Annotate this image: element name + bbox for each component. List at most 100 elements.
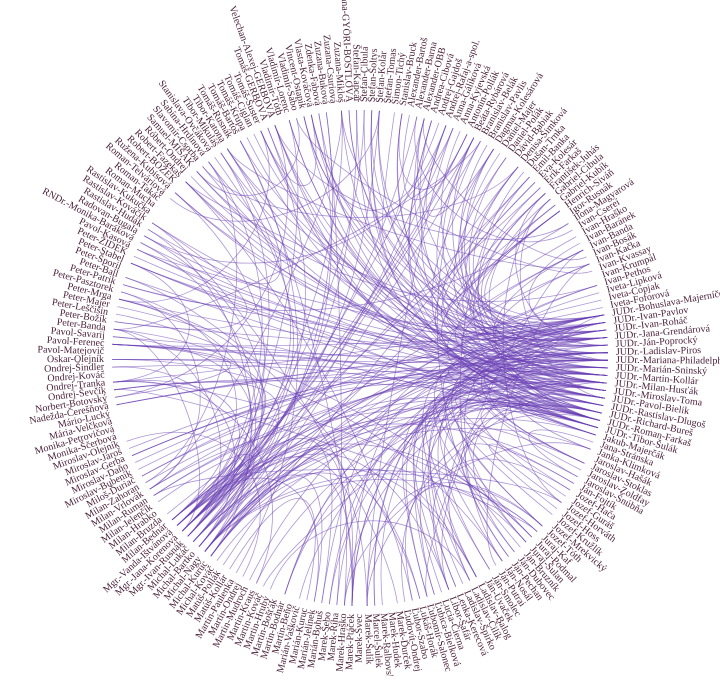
link xyxy=(427,322,606,587)
link xyxy=(204,473,543,552)
link xyxy=(366,482,543,606)
link xyxy=(222,182,536,566)
node-label[interactable]: Marek-Říha xyxy=(325,612,342,662)
link xyxy=(174,192,608,347)
link xyxy=(381,112,425,238)
link xyxy=(481,337,608,464)
link xyxy=(432,458,571,590)
link xyxy=(484,359,609,436)
link xyxy=(398,113,475,190)
link xyxy=(128,376,606,449)
node-label[interactable]: JUDr.-Marián-Sninský xyxy=(616,363,708,378)
link xyxy=(122,223,569,311)
link xyxy=(169,110,380,222)
link xyxy=(239,140,353,606)
link xyxy=(341,110,608,376)
link xyxy=(412,378,607,593)
link xyxy=(111,359,503,562)
link xyxy=(136,248,609,361)
node-label[interactable]: Ondrej-Šindler xyxy=(44,361,105,375)
link xyxy=(519,198,605,399)
link xyxy=(402,390,604,597)
link xyxy=(187,263,590,537)
node-label[interactable]: Marek-Ptáček xyxy=(344,614,357,670)
link xyxy=(414,116,573,243)
node-label[interactable]: JUDr.-Mariana-Philadelphyová xyxy=(616,355,720,367)
link xyxy=(144,148,282,285)
link xyxy=(125,277,421,599)
link xyxy=(472,400,604,553)
node-label[interactable]: JUDr.-Ján-Poprocký xyxy=(615,335,697,350)
node-label[interactable]: Marek-Hraško xyxy=(335,613,350,672)
node-label[interactable]: Zuzana-Mikloš xyxy=(331,41,347,103)
node-label[interactable]: Štefan-Cibula xyxy=(358,46,371,102)
link xyxy=(452,137,601,421)
link xyxy=(120,291,201,490)
link xyxy=(171,477,319,602)
node-label[interactable]: Štefan-Kolár xyxy=(373,50,389,103)
link xyxy=(140,242,257,552)
node-label[interactable]: Ondrej-Kováč xyxy=(47,369,105,384)
link xyxy=(465,166,608,354)
link xyxy=(196,118,300,196)
node-label[interactable]: JUDr.-Ladislav-Piros xyxy=(616,345,702,358)
link xyxy=(182,417,585,532)
link xyxy=(145,161,238,484)
link xyxy=(119,130,270,303)
node-label[interactable]: Štefan-Šoltys xyxy=(366,48,381,103)
link xyxy=(153,469,562,503)
link xyxy=(111,359,608,369)
link xyxy=(113,314,605,383)
link xyxy=(182,285,598,532)
link xyxy=(193,380,607,542)
link xyxy=(461,443,575,553)
node-label[interactable]: Oskar-Olejník xyxy=(47,354,104,365)
link xyxy=(405,485,527,601)
link xyxy=(260,114,317,187)
link xyxy=(198,474,323,602)
link xyxy=(176,187,541,526)
link xyxy=(528,429,594,478)
node-label[interactable]: Pavol-Matejovič xyxy=(37,344,104,357)
link xyxy=(120,291,237,521)
link xyxy=(425,249,584,597)
link xyxy=(208,161,605,399)
link xyxy=(366,127,454,606)
link xyxy=(263,314,605,587)
node-label[interactable]: Zuzana-GYÖRI-BOSTLOVÁ xyxy=(338,0,355,103)
link xyxy=(436,137,607,334)
link xyxy=(113,381,280,542)
link xyxy=(204,322,606,552)
node-label[interactable]: Pavol-Ferenec xyxy=(46,335,105,349)
link xyxy=(131,314,605,456)
link xyxy=(325,112,342,605)
node-label[interactable]: Marek-Šulík xyxy=(362,614,375,665)
link xyxy=(486,263,590,566)
link xyxy=(202,166,519,218)
link xyxy=(519,392,605,450)
link xyxy=(114,222,248,330)
link xyxy=(436,141,509,557)
link xyxy=(151,222,604,406)
link xyxy=(113,380,602,414)
link xyxy=(113,389,538,532)
labels-layer: JUDr.-Bohuslava-MajerníčekJUDr.-Ivan-Pav… xyxy=(28,0,720,681)
link xyxy=(176,152,270,526)
node-label[interactable]: Pavol-Savarij xyxy=(50,326,105,342)
node-label[interactable]: Marcel-Šulek xyxy=(370,613,385,668)
link xyxy=(310,114,608,340)
node-label[interactable]: Marek-Švec xyxy=(353,613,365,662)
link xyxy=(417,118,608,339)
link xyxy=(270,520,471,590)
link xyxy=(422,118,587,260)
link xyxy=(122,284,609,361)
link xyxy=(303,116,447,211)
link xyxy=(112,343,606,391)
link xyxy=(502,198,562,503)
link xyxy=(176,134,468,526)
link xyxy=(115,124,289,398)
link xyxy=(112,343,232,398)
node-label[interactable]: Štefan-Kapcár xyxy=(350,44,363,103)
